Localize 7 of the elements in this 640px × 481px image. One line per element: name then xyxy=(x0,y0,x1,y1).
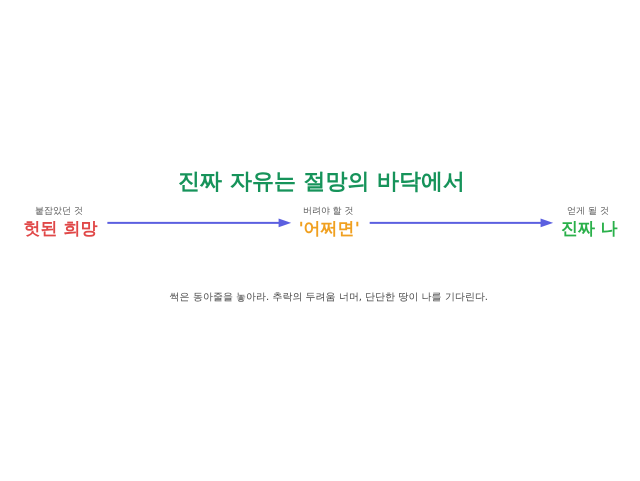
label: 썩은 동아줄을 놓아라. 추락의 두려움 너머, 단단한 땅이 나를 기다린다. xyxy=(170,292,488,304)
diagram-title: 진짜 자유는 절망의 바닥에서 xyxy=(178,169,465,194)
arrow xyxy=(370,218,554,228)
arrow xyxy=(107,218,292,228)
node-text: 붙잡았던 것 헛된 희망 xyxy=(23,205,98,238)
node-text: 얻게 될 것 진짜 나 xyxy=(560,205,618,238)
node-text: 버려야 할 것 '어쩌면' xyxy=(298,205,360,238)
